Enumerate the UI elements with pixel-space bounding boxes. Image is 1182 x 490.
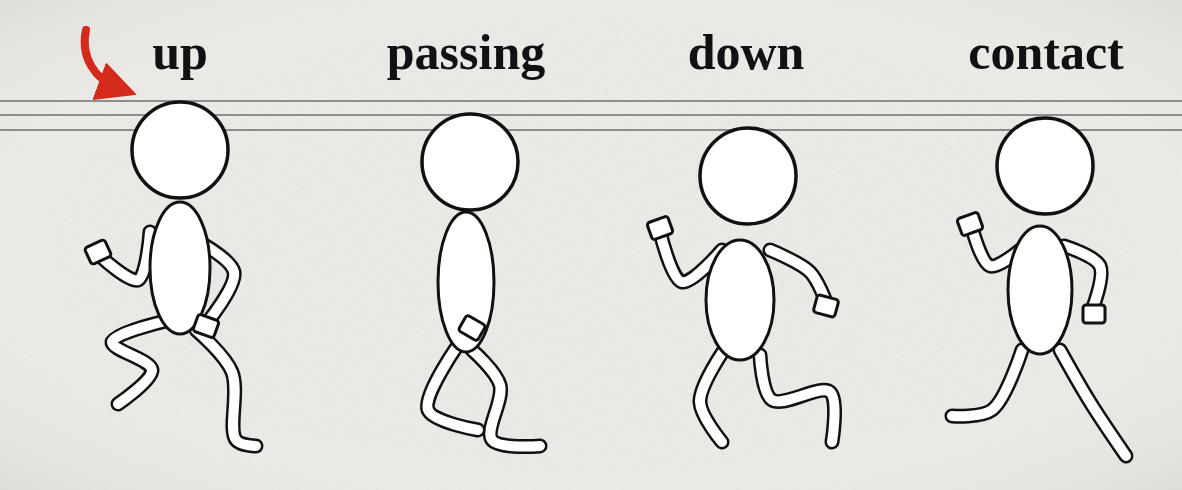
torso [1008,226,1072,354]
limb-outline [1060,350,1126,456]
phase-label: passing [387,27,545,77]
walking-figure [647,128,839,442]
limb-outline [760,355,835,442]
hand [84,239,112,265]
walking-figure [952,118,1126,456]
head [132,102,228,198]
torso [706,240,774,360]
walking-figure [84,102,256,446]
limb-fill [112,320,170,404]
head [997,118,1093,214]
red-arrow [85,30,118,88]
head [422,114,518,210]
limb-outline [196,330,256,446]
limb-fill [700,350,724,442]
hand [647,216,674,240]
hand [458,315,486,342]
phase-label: contact [968,27,1124,77]
hand [193,314,220,338]
limb-outline [112,320,170,404]
torso [438,212,494,352]
limb-fill [952,350,1022,416]
walking-figure [422,114,540,447]
limb-outline [952,350,1022,416]
limb-fill [427,345,478,430]
head [700,128,796,224]
hand [813,294,839,317]
hand [957,212,984,236]
phase-label: up [152,27,208,77]
hand [1083,305,1105,323]
limb-fill [1060,350,1126,456]
limb-outline [700,350,724,442]
walking-figures [84,102,1126,456]
limb-outline [427,345,478,430]
limb-fill [760,355,835,442]
limb-fill [770,250,826,302]
limb-fill [196,330,256,446]
phase-label: down [688,27,805,77]
limb-outline [770,250,826,302]
